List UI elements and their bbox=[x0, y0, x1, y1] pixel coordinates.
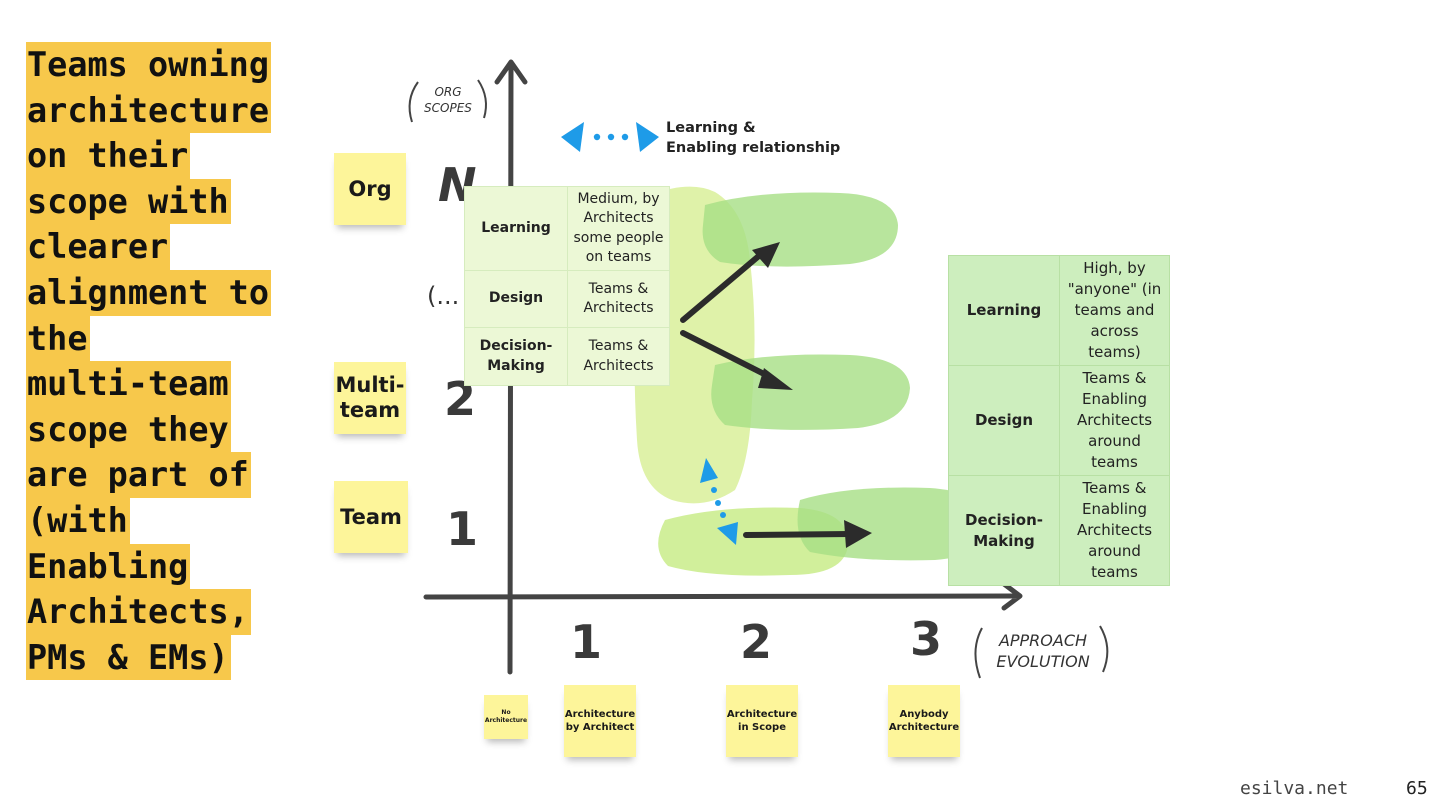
y-axis-label: ORG SCOPES bbox=[420, 84, 476, 116]
row-value: Teams & Enabling Architects around teams bbox=[1059, 365, 1170, 476]
row-label: Learning bbox=[948, 255, 1060, 366]
sticky-architecture-by-architect: Architecture by Architect bbox=[564, 685, 636, 757]
table-row: Decision-Making Teams & Enabling Archite… bbox=[948, 475, 1170, 586]
title-line: the bbox=[26, 315, 90, 362]
row-label: Design bbox=[464, 270, 568, 328]
blob-multiteam bbox=[711, 354, 910, 430]
title-line: Architects, bbox=[26, 589, 251, 635]
x-tick-3: 3 bbox=[910, 612, 943, 666]
x-tick-2: 2 bbox=[740, 615, 773, 669]
sticky-org: Org bbox=[334, 153, 406, 225]
row-value: Teams & Architects bbox=[567, 270, 670, 328]
row-value: Medium, by Architects some people on tea… bbox=[567, 186, 670, 271]
y-tick-1: 1 bbox=[446, 502, 479, 556]
footer-site: esilva.net bbox=[1240, 778, 1349, 799]
arrow-up bbox=[680, 252, 763, 323]
blob-org bbox=[702, 192, 898, 267]
table-row: Design Teams & Enabling Architects aroun… bbox=[948, 365, 1170, 476]
title-line: scope they bbox=[26, 406, 231, 453]
title-line: clearer bbox=[26, 224, 171, 270]
sticky-team: Team bbox=[334, 481, 408, 553]
x-axis bbox=[423, 581, 1023, 611]
row-label: Decision-Making bbox=[948, 475, 1060, 586]
table-row: Decision-Making Teams & Architects bbox=[464, 327, 670, 386]
title-line: multi-team bbox=[26, 361, 231, 407]
row-label: Learning bbox=[464, 186, 568, 271]
legend-line: Learning & bbox=[666, 120, 756, 136]
title-line: Teams owning bbox=[26, 42, 272, 88]
title-line: PMs & EMs) bbox=[26, 634, 231, 681]
sticky-architecture-in-scope: Architecture in Scope bbox=[726, 685, 798, 757]
sticky-no-architecture: No Architecture bbox=[484, 695, 528, 739]
x-axis-label-line: APPROACH bbox=[998, 631, 1088, 650]
x-tick-1: 1 bbox=[570, 615, 603, 669]
arrow-down bbox=[680, 330, 775, 381]
row-label: Decision-Making bbox=[464, 327, 568, 386]
slide-title: Teams owning architecture on their scope… bbox=[26, 42, 316, 681]
y-axis-label-line: ORG bbox=[434, 85, 462, 99]
title-line: architecture bbox=[26, 87, 272, 134]
legend-label: Learning & Enabling relationship bbox=[666, 118, 840, 158]
row-value: High, by "anyone" (in teams and across t… bbox=[1059, 255, 1170, 366]
title-line: scope with bbox=[26, 178, 231, 225]
title-line: (with bbox=[26, 497, 130, 544]
table-row: Learning High, by "anyone" (in teams and… bbox=[948, 255, 1170, 366]
title-line: Enabling bbox=[26, 543, 191, 590]
y-axis-label-line: SCOPES bbox=[424, 101, 472, 115]
row-label: Design bbox=[948, 365, 1060, 476]
table-anybody: Learning High, by "anyone" (in teams and… bbox=[948, 255, 1170, 586]
legend-arrow-left bbox=[561, 122, 584, 152]
sticky-multi-team: Multi-team bbox=[334, 362, 406, 434]
row-value: Teams & Enabling Architects around teams bbox=[1059, 475, 1170, 586]
sticky-anybody-architecture: Anybody Architecture bbox=[888, 685, 960, 757]
table-row: Design Teams & Architects bbox=[464, 270, 670, 328]
row-value: Teams & Architects bbox=[567, 327, 670, 386]
legend-arrow-right bbox=[636, 122, 659, 152]
x-axis-label: APPROACH EVOLUTION bbox=[984, 630, 1102, 672]
y-tick-ellipsis: (... bbox=[427, 282, 460, 310]
table-scope: Learning Medium, by Architects some peop… bbox=[464, 186, 670, 386]
title-line: are part of bbox=[26, 452, 251, 498]
x-axis-label-line: EVOLUTION bbox=[996, 652, 1090, 671]
legend-line: Enabling relationship bbox=[666, 140, 841, 156]
page-number: 65 bbox=[1406, 778, 1428, 799]
title-line: alignment to bbox=[26, 269, 272, 316]
arrow-right bbox=[743, 531, 853, 538]
table-row: Learning Medium, by Architects some peop… bbox=[464, 186, 670, 271]
title-line: on their bbox=[26, 133, 191, 179]
